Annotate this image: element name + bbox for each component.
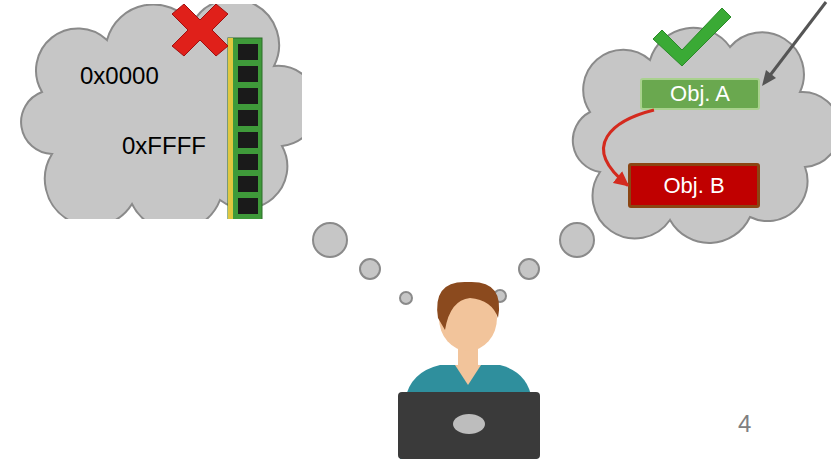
object-box: Obj. B xyxy=(628,163,760,208)
pointer-head xyxy=(762,70,776,86)
pointer-line xyxy=(768,2,826,78)
cloud-outline xyxy=(12,4,302,219)
person-figure xyxy=(398,282,540,459)
page-number: 4 xyxy=(738,410,751,438)
object-box: Obj. A xyxy=(640,78,760,110)
thought-bubble xyxy=(560,223,594,257)
thought-bubble xyxy=(400,292,412,304)
check-mark xyxy=(653,8,731,66)
thought-bubble xyxy=(360,259,380,279)
thought-bubble xyxy=(313,223,347,257)
thought-cloud xyxy=(573,28,831,243)
thought-cloud: 0x0000 0xFFFF xyxy=(12,4,302,219)
memory-address: 0xFFFF xyxy=(122,132,206,160)
object-label: Obj. A xyxy=(670,81,730,107)
object-label: Obj. B xyxy=(663,173,724,199)
memory-address: 0x0000 xyxy=(80,62,159,90)
thought-bubble xyxy=(519,259,539,279)
